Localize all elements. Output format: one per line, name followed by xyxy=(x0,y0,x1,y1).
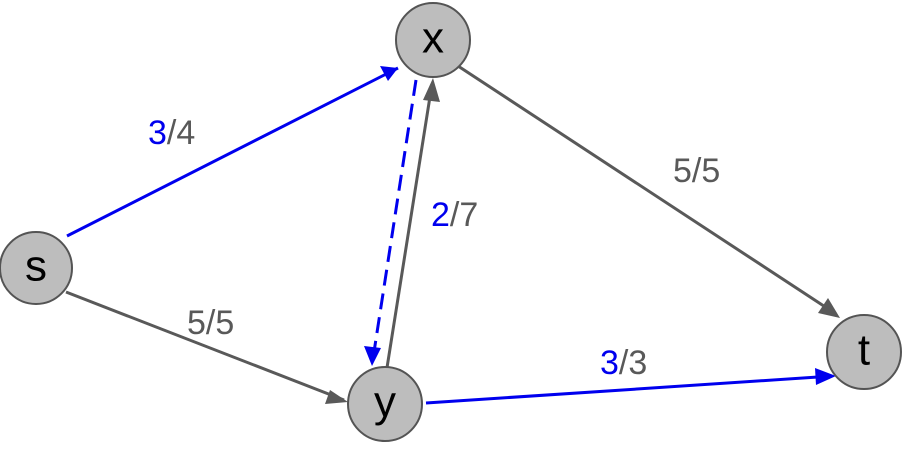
node-label-t: t xyxy=(858,326,870,375)
arrowhead-x-y-residual xyxy=(364,346,381,366)
edge-label-s-y: 5/5 xyxy=(187,304,234,342)
edge-label-y-x: 2/7 xyxy=(431,196,478,234)
node-y: y xyxy=(347,366,423,442)
edge-label-s-x: 3/4 xyxy=(148,114,195,152)
node-s: s xyxy=(0,231,73,305)
edge-label-x-t: 5/5 xyxy=(673,152,720,190)
edge-y-t xyxy=(425,368,836,405)
node-label-s: s xyxy=(25,242,47,291)
node-x: x xyxy=(395,2,471,78)
edge-s-x xyxy=(66,66,399,238)
edge-label-y-t: 3/3 xyxy=(600,344,647,382)
arrowhead-s-x xyxy=(380,66,398,81)
node-label-y: y xyxy=(374,378,396,427)
arrowhead-y-t xyxy=(815,368,836,385)
node-t: t xyxy=(826,314,902,390)
edge-x-t xyxy=(457,64,840,318)
edge-s-y xyxy=(65,290,348,404)
edge-x-y-residual xyxy=(364,79,418,366)
edge-y-x xyxy=(384,78,440,375)
arrowhead-s-y xyxy=(325,390,348,404)
arrowhead-x-t xyxy=(818,298,840,318)
arrowhead-y-x xyxy=(423,78,440,102)
node-label-x: x xyxy=(422,14,444,63)
